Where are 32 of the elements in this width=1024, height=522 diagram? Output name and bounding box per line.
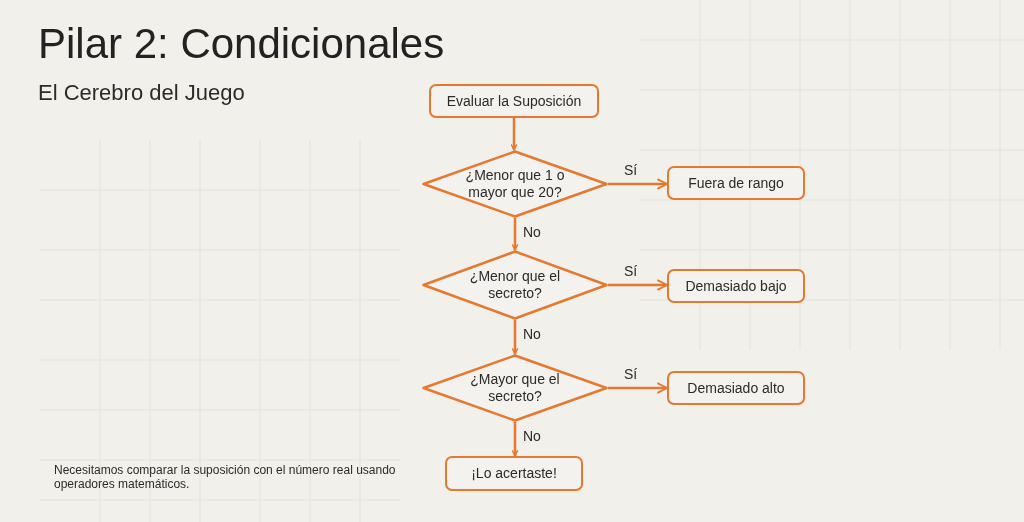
node-text: ¡Lo acertaste! (471, 465, 557, 482)
process-box (445, 456, 583, 491)
slide-title: Pilar 2: Condicionales (38, 20, 445, 68)
node-text: Demasiado alto (687, 379, 785, 397)
node-text: Evaluar la Suposición (446, 92, 582, 110)
decision-diamond (422, 250, 608, 320)
arrow (511, 422, 519, 457)
edge-label: No (521, 428, 543, 444)
node-text: ¿Menor que 1 o mayor que 20? (465, 167, 565, 201)
edge-label: No (521, 326, 543, 342)
edge-label: Sí (622, 162, 640, 178)
note-text: Necesitamos comparar la suposición con el número real usando operadores matemáticos. (54, 463, 397, 492)
node-text: Fuera de rango (688, 174, 784, 192)
arrow (511, 218, 519, 251)
process-box (667, 269, 805, 303)
arrow (608, 178, 668, 190)
arrow (608, 382, 668, 394)
arrow (510, 118, 518, 151)
process-box (667, 166, 805, 200)
arrow (511, 320, 519, 355)
arrow (608, 279, 668, 291)
decision-diamond (422, 354, 608, 422)
process-box (667, 371, 805, 405)
decision-diamond (422, 150, 608, 218)
node-text: ¿Menor que el secreto? (468, 268, 562, 302)
process-box (429, 84, 599, 118)
edge-label: Sí (622, 263, 640, 279)
node-text: ¿Mayor que el secreto? (469, 371, 561, 405)
node-text: Demasiado bajo (685, 277, 787, 295)
edge-label: No (521, 224, 543, 240)
subtitle: El Cerebro del Juego (38, 80, 246, 107)
edge-label: Sí (622, 366, 640, 382)
